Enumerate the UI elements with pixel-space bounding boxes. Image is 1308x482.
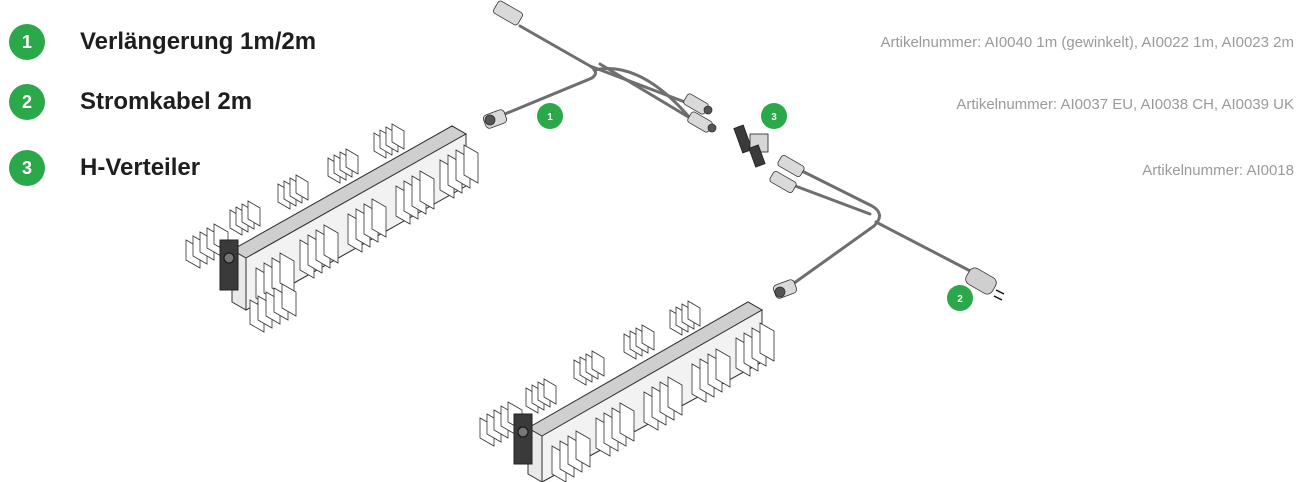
h-splitter-icon <box>733 124 769 168</box>
led-lamp-unit-icon <box>479 300 775 482</box>
callout-badge-power-cable: 2 <box>947 285 973 311</box>
power-cable-icon <box>788 168 978 288</box>
legend-title: Stromkabel 2m <box>80 88 253 115</box>
extension-cable-icon <box>498 24 702 126</box>
article-number: Artikelnummer: AI0040 1m (gewinkelt), AI… <box>880 34 1294 51</box>
article-number: Artikelnummer: AI0018 <box>1142 162 1294 179</box>
svg-text:1: 1 <box>547 112 553 123</box>
legend-title: H-Verteiler <box>80 154 201 181</box>
svg-text:2: 2 <box>957 294 963 305</box>
callout-badge-splitter: 3 <box>761 103 787 129</box>
article-number: Artikelnummer: AI0037 EU, AI0038 CH, AI0… <box>956 96 1294 113</box>
legend-number-badge: 2 <box>9 84 45 120</box>
legend-title: Verlängerung 1m/2m <box>80 28 317 55</box>
legend-number-badge: 1 <box>9 24 45 60</box>
plug-icon <box>769 155 1005 301</box>
svg-text:3: 3 <box>771 112 777 123</box>
callout-badge-extension: 1 <box>537 103 563 129</box>
legend-number-badge: 3 <box>9 150 45 186</box>
led-lamp-unit-icon <box>185 123 479 333</box>
connector-icon <box>482 0 717 133</box>
